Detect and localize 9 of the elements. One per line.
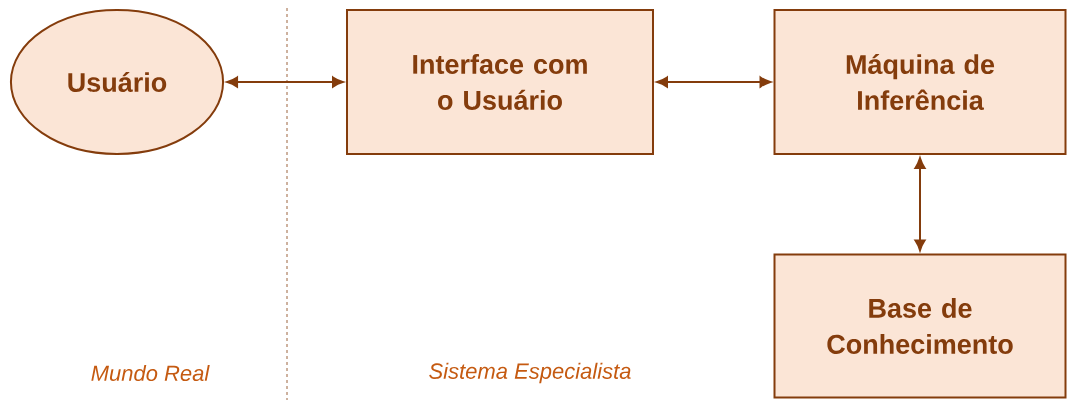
ellipse-node: Usuário <box>9 9 225 155</box>
arrow <box>914 157 926 252</box>
process-box: Máquina de Inferência <box>773 9 1067 155</box>
region-label: Sistema Especialista <box>429 362 631 384</box>
arrow <box>226 76 344 88</box>
region-label: Mundo Real <box>91 364 210 382</box>
process-box: Interface com o Usuário <box>346 9 654 155</box>
process-box: Base de Conhecimento <box>773 253 1067 399</box>
arrow <box>656 76 772 88</box>
